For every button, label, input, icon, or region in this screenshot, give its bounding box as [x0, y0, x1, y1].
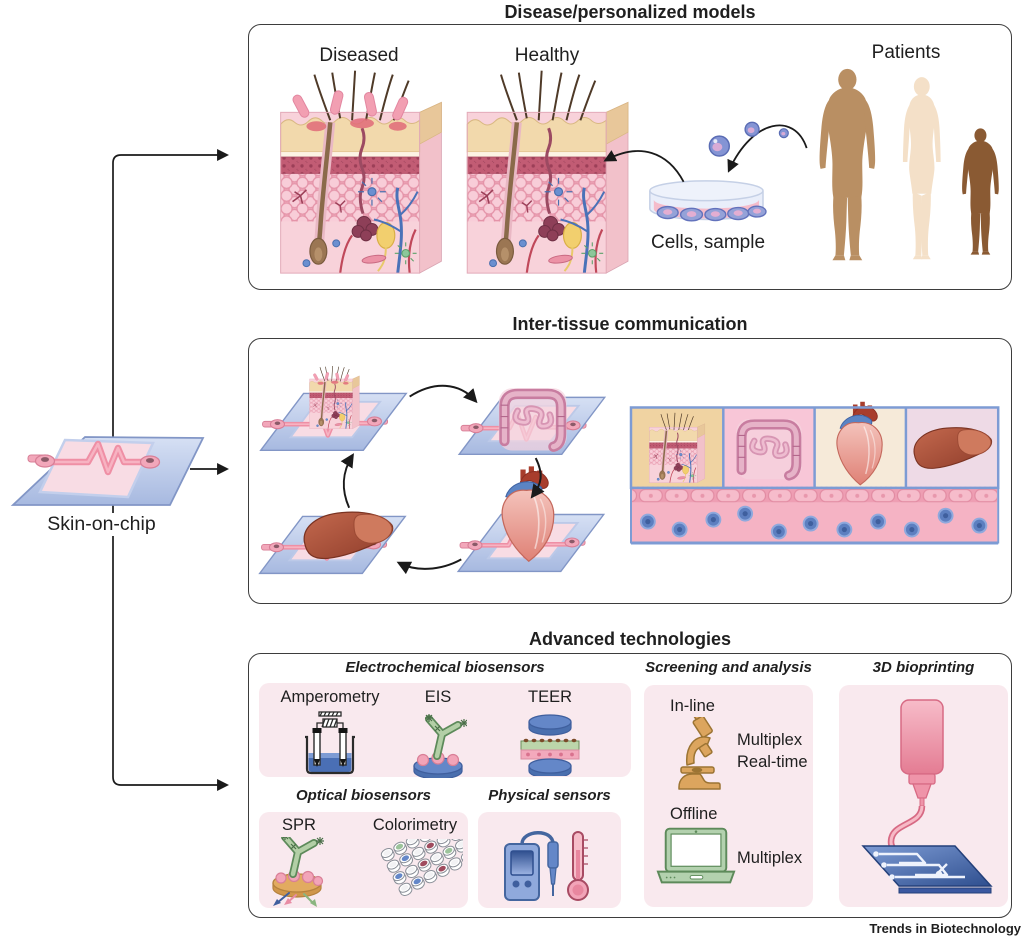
arrow-heart-to-liver [396, 558, 462, 575]
offline-label: Offline [670, 805, 718, 823]
amperometry-label: Amperometry [280, 688, 380, 706]
patient-child-silhouette [962, 128, 999, 255]
arrow-to-disease-panel [112, 149, 229, 164]
optical-title: Optical biosensors [295, 787, 432, 804]
patient-woman-silhouette [902, 77, 941, 260]
microscope-icon [678, 717, 721, 790]
intertissue-panel-title: Inter-tissue communication [512, 314, 748, 334]
eis-label: EIS [424, 688, 452, 706]
realtime-label: Real-time [737, 753, 808, 771]
eis-icon [413, 714, 467, 778]
inline-label: In-line [670, 697, 715, 715]
electrochemical-title: Electrochemical biosensors [345, 659, 545, 676]
healthy-label: Healthy [514, 45, 580, 66]
colorimetry-icon [379, 839, 463, 898]
endothelium-layer [631, 487, 998, 503]
arrow-to-advanced-panel [112, 776, 229, 791]
disease-panel-art [249, 25, 999, 289]
cell-spheres-icon [708, 121, 789, 157]
disease-panel-title: Disease/personalized models [504, 2, 756, 22]
bioprinter-icon [861, 699, 993, 894]
offline-multiplex-label: Multiplex [737, 849, 803, 867]
diseased-skin-illustration [281, 71, 442, 273]
petri-dish-icon [649, 180, 767, 222]
diseased-label: Diseased [319, 45, 399, 66]
laptop-icon [656, 827, 736, 884]
arrow-dish-to-skin [603, 150, 685, 183]
intestine-organ-icon [499, 388, 567, 450]
multiplex-label: Multiplex [737, 731, 803, 749]
intertissue-panel-art [249, 339, 1000, 603]
arrow-patient-to-dish [727, 124, 808, 173]
cycle-arrows [340, 384, 545, 575]
strip-intestine [736, 419, 802, 479]
skin-cube-on-chip [310, 366, 360, 429]
advanced-panel-title: Advanced technologies [528, 629, 732, 649]
colorimetry-label: Colorimetry [372, 816, 458, 834]
panel-advanced: Electrochemical biosensors Screening and… [248, 653, 1012, 918]
ph-meter-thermometer-icon [504, 831, 589, 901]
screening-title: Screening and analysis [645, 659, 812, 676]
arrow-skin-to-gut [409, 384, 478, 404]
multi-tissue-vascular-strip [629, 401, 1000, 545]
spr-icon [272, 837, 329, 907]
panel-intertissue [248, 338, 1012, 604]
skin-on-chip-label: Skin-on-chip [24, 513, 179, 536]
physical-title: Physical sensors [488, 787, 611, 804]
panel-disease-models: Diseased Healthy Patients Cells, sample [248, 24, 1012, 290]
blood-cells [639, 505, 988, 540]
patient-man-silhouette [819, 68, 876, 261]
arrow-gut-to-heart [530, 457, 545, 499]
bioprinting-title: 3D bioprinting [872, 659, 975, 676]
healthy-skin-illustration [467, 71, 628, 273]
amperometry-icon [305, 711, 355, 775]
teer-icon [520, 714, 580, 776]
teer-label: TEER [527, 688, 572, 706]
cells-sample-label: Cells, sample [650, 232, 766, 253]
journal-name: Trends in Biotechnology [869, 921, 1021, 936]
skin-on-chip-device-icon [10, 436, 205, 506]
arrow-liver-to-skin [340, 453, 354, 509]
patients-label: Patients [871, 42, 941, 63]
spr-label: SPR [282, 816, 316, 834]
